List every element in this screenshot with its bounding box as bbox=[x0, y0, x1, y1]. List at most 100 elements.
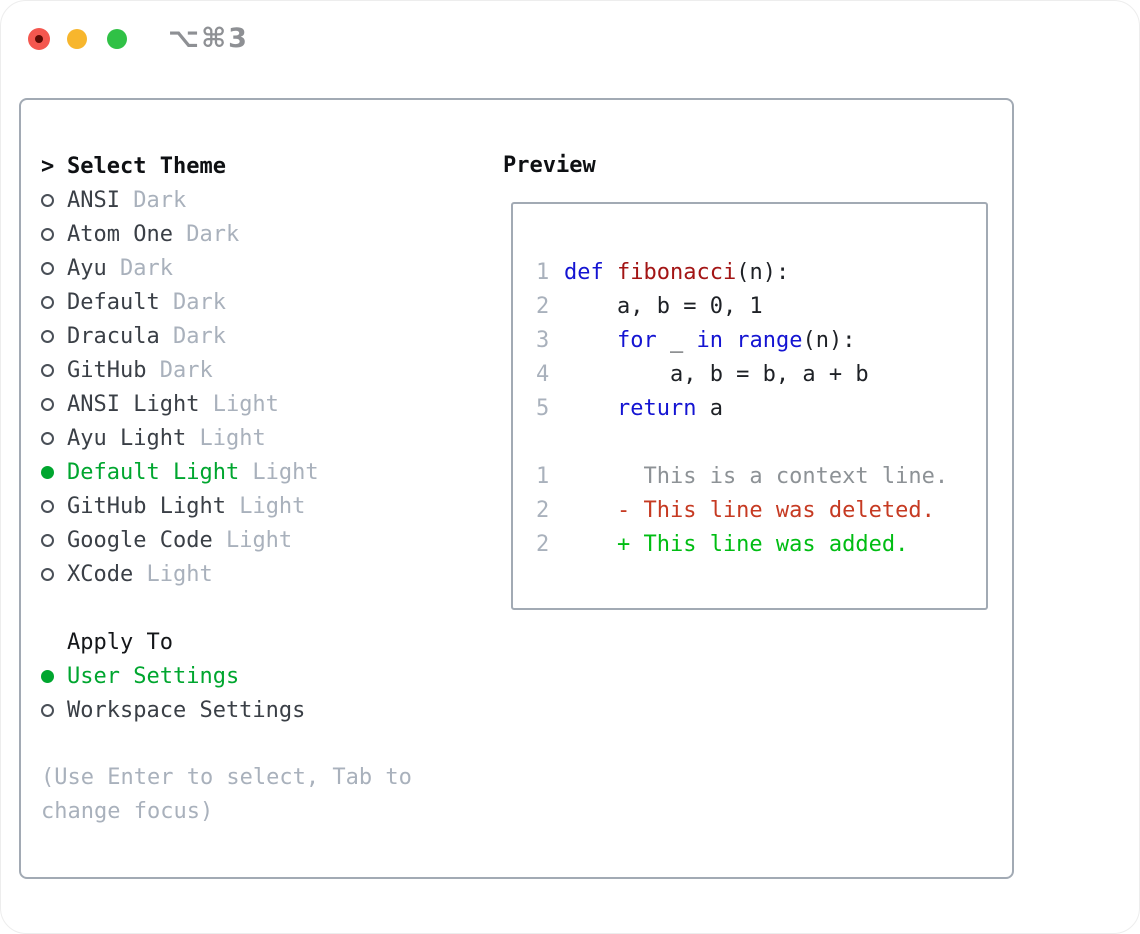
line-number: 2 bbox=[536, 294, 550, 319]
theme-tag: Dark bbox=[159, 323, 226, 349]
theme-name: XCode bbox=[67, 561, 134, 587]
theme-tag: Light bbox=[212, 527, 293, 553]
code-segment: a, b = 0, 1 bbox=[564, 294, 763, 319]
code-segment: a bbox=[696, 396, 723, 421]
theme-option-default-light[interactable]: Default Light Light bbox=[41, 455, 481, 489]
apply-option-label: User Settings bbox=[67, 663, 240, 689]
code-segment: in bbox=[696, 328, 723, 353]
theme-name: ANSI bbox=[67, 187, 120, 213]
theme-option-google-code[interactable]: Google Code Light bbox=[41, 523, 481, 557]
diff-line-added: 2 + This line was added. bbox=[536, 528, 948, 562]
radio-icon bbox=[41, 261, 54, 275]
radio-cell bbox=[41, 499, 67, 513]
code-segment: _ bbox=[656, 328, 697, 353]
apply-option-user-settings[interactable]: User Settings bbox=[41, 659, 481, 693]
radio-icon bbox=[41, 533, 54, 547]
code-segment: a, b = b, a + b bbox=[564, 362, 869, 387]
theme-name: ANSI Light bbox=[67, 391, 200, 417]
close-button[interactable] bbox=[28, 28, 50, 50]
theme-name: Ayu bbox=[67, 255, 107, 281]
radio-icon bbox=[41, 329, 54, 343]
theme-tag: Light bbox=[225, 493, 306, 519]
theme-name: Ayu Light bbox=[67, 425, 187, 451]
radio-cell bbox=[41, 533, 67, 547]
radio-cell bbox=[41, 227, 67, 241]
theme-name: Default bbox=[67, 289, 160, 315]
radio-icon bbox=[41, 193, 54, 207]
line-number: 5 bbox=[536, 396, 550, 421]
code-segment bbox=[604, 256, 617, 290]
apply-to-heading-row: Apply To bbox=[41, 625, 481, 659]
line-number: 4 bbox=[536, 362, 550, 387]
theme-tag: Dark bbox=[159, 289, 226, 315]
theme-option-default[interactable]: Default Dark bbox=[41, 285, 481, 319]
theme-tag: Dark bbox=[146, 357, 213, 383]
blank-line bbox=[536, 426, 948, 460]
radio-cell bbox=[41, 703, 67, 717]
radio-icon bbox=[41, 499, 54, 513]
code-segment: for bbox=[616, 328, 657, 353]
diff-text: + This line was added. bbox=[564, 532, 909, 557]
theme-list-heading-row: > Select Theme bbox=[41, 149, 481, 183]
theme-name: Default Light bbox=[67, 459, 240, 485]
theme-option-ayu-light[interactable]: Ayu Light Light bbox=[41, 421, 481, 455]
apply-option-label: Workspace Settings bbox=[67, 697, 306, 723]
titlebar: ⌥⌘3 bbox=[1, 1, 1139, 77]
radio-cell bbox=[41, 397, 67, 411]
theme-option-atom-one[interactable]: Atom One Dark bbox=[41, 217, 481, 251]
radio-icon bbox=[41, 431, 54, 445]
theme-option-ayu[interactable]: Ayu Dark bbox=[41, 251, 481, 285]
diff-block: 1 This is a context line.2 - This line w… bbox=[536, 460, 948, 562]
code-segment bbox=[564, 392, 617, 426]
code-line: 4 a, b = b, a + b bbox=[536, 358, 948, 392]
radio-cell bbox=[41, 431, 67, 445]
radio-cell bbox=[41, 363, 67, 377]
radio-icon bbox=[41, 465, 54, 479]
theme-name: GitHub Light bbox=[67, 493, 226, 519]
theme-option-dracula[interactable]: Dracula Dark bbox=[41, 319, 481, 353]
radio-cell bbox=[41, 465, 67, 479]
radio-cell bbox=[41, 567, 67, 581]
line-number: 1 bbox=[536, 260, 550, 285]
code-line: 3 for _ in range(n): bbox=[536, 324, 948, 358]
code-line: 5 return a bbox=[536, 392, 948, 426]
theme-option-github[interactable]: GitHub Dark bbox=[41, 353, 481, 387]
diff-line-context: 1 This is a context line. bbox=[536, 460, 948, 494]
line-number: 2 bbox=[536, 532, 550, 557]
theme-option-ansi[interactable]: ANSI Dark bbox=[41, 183, 481, 217]
cursor-prefix: > bbox=[41, 153, 55, 179]
code-segment: (n): bbox=[736, 260, 790, 285]
spacer bbox=[41, 727, 481, 761]
theme-name: Atom One bbox=[67, 221, 173, 247]
apply-option-workspace-settings[interactable]: Workspace Settings bbox=[41, 693, 481, 727]
theme-list-heading: Select Theme bbox=[67, 153, 226, 179]
radio-icon bbox=[41, 295, 54, 309]
zoom-button[interactable] bbox=[107, 29, 127, 49]
radio-icon bbox=[41, 227, 54, 241]
help-text: (Use Enter to select, Tab to change focu… bbox=[41, 765, 412, 824]
code-segment: return bbox=[616, 396, 697, 421]
radio-icon bbox=[41, 363, 54, 377]
radio-icon bbox=[41, 669, 54, 683]
code-segment bbox=[564, 324, 617, 358]
theme-option-github-light[interactable]: GitHub Light Light bbox=[41, 489, 481, 523]
minimize-button[interactable] bbox=[67, 29, 87, 49]
radio-cell bbox=[41, 193, 67, 207]
diff-line-deleted: 2 - This line was deleted. bbox=[536, 494, 948, 528]
theme-tag: Light bbox=[199, 391, 279, 417]
radio-cell bbox=[41, 261, 67, 275]
theme-option-ansi-light[interactable]: ANSI Light Light bbox=[41, 387, 481, 421]
theme-tag: Light bbox=[239, 459, 319, 485]
radio-cell bbox=[41, 669, 67, 683]
theme-option-xcode[interactable]: XCode Light bbox=[41, 557, 481, 591]
theme-tag: Dark bbox=[106, 255, 173, 281]
theme-tag: Dark bbox=[119, 187, 187, 213]
code-line: 2 a, b = 0, 1 bbox=[536, 290, 948, 324]
